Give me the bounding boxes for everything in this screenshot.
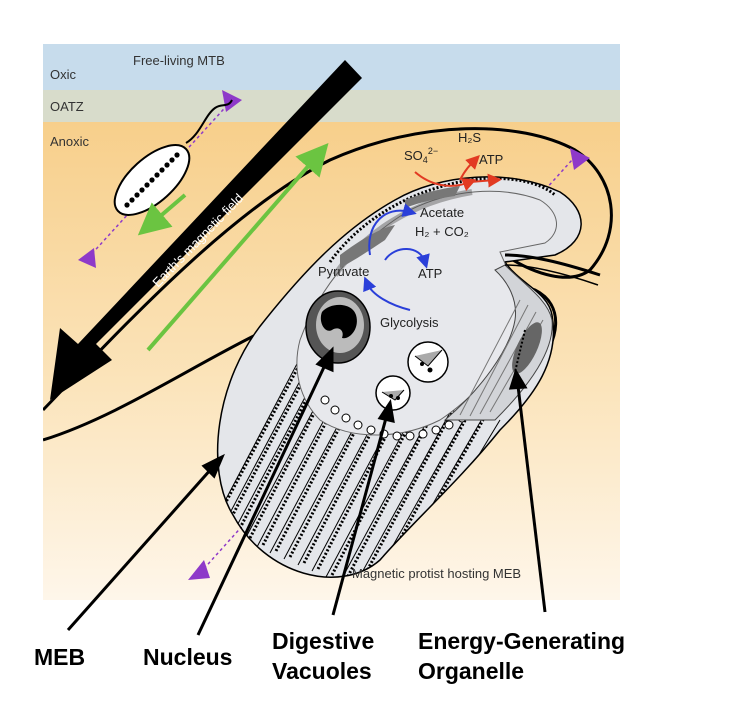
- nucleus-pointer-head: [315, 346, 334, 373]
- blue-arrow-to-atp: [384, 248, 430, 269]
- digestive-vacuole: [375, 375, 411, 411]
- energy-pointer: [516, 385, 547, 613]
- swim-path-outer: [43, 127, 613, 412]
- inner-grey-pocket: [340, 225, 395, 268]
- metabolism-arrows: [363, 155, 502, 311]
- callout-meb: MEB: [34, 644, 86, 670]
- mtb-magnetosome-chain: [124, 152, 180, 208]
- free-living-mtb-cell: [78, 90, 242, 268]
- purple-triangle-icon: [78, 248, 96, 268]
- free-living-mtb-label: Free-living MTB: [133, 53, 225, 68]
- blue-arrow-to-acetate: [368, 203, 417, 256]
- earth-magnetic-field-arrow: [50, 60, 362, 400]
- callout-energy-line2: Organelle: [418, 658, 525, 684]
- green-arrow-mtb: [137, 193, 187, 236]
- meb-pointer: [66, 467, 214, 631]
- energy-generating-organelle: [443, 264, 553, 421]
- inner-symbiont-band: [328, 176, 556, 263]
- atp-top-label: ATP: [479, 152, 503, 167]
- green-arrow-main: [146, 142, 329, 352]
- callout-energy: Energy-Generating Organelle: [418, 626, 625, 686]
- nucleus-pointer: [196, 364, 327, 636]
- digestive-vacuole: [407, 341, 449, 383]
- callout-digestive-line1: Digestive: [272, 628, 375, 654]
- blue-arrow-glycolysis: [363, 276, 411, 311]
- magnetic-protist-cell: [188, 148, 601, 580]
- atp-mid-label: ATP: [418, 266, 442, 281]
- host-label: Magnetic protist hosting MEB: [352, 566, 521, 581]
- vacuoles-pointer: [331, 417, 388, 616]
- h2-co2-label: H₂ + CO₂: [415, 224, 469, 239]
- inner-grey-pocket-2: [405, 186, 460, 208]
- oral-groove: [504, 253, 601, 277]
- red-arrow-atp: [459, 155, 480, 181]
- mtb-flagellum: [185, 99, 233, 144]
- red-arrow-atp-right: [469, 173, 502, 188]
- callout-digestive-line2: Vacuoles: [272, 658, 372, 684]
- zone-label-oatz: OATZ: [50, 99, 84, 114]
- zone-label-oxic: Oxic: [50, 67, 77, 82]
- callout-digestive: Digestive Vacuoles: [272, 626, 374, 686]
- red-arrow-sulfate: [414, 171, 477, 192]
- oral-groove-2: [504, 264, 599, 286]
- purple-triangle-icon: [188, 560, 210, 580]
- h2s-label: H₂S: [458, 130, 481, 145]
- callout-energy-line1: Energy-Generating: [418, 628, 626, 654]
- glycolysis-label: Glycolysis: [380, 315, 439, 330]
- nucleus: [305, 290, 371, 364]
- callout-nucleus: Nucleus: [143, 644, 233, 670]
- pyruvate-label: Pyruvate: [318, 264, 369, 279]
- energy-pointer-head: [508, 368, 528, 390]
- meb-pointer-head: [201, 453, 225, 479]
- zone-label-anoxic: Anoxic: [50, 134, 90, 149]
- vacuoles-pointer-head: [377, 399, 395, 423]
- sulfate-label: SO42−: [404, 146, 438, 165]
- callout-pointers: [66, 346, 547, 636]
- purple-triangle-icon: [570, 148, 590, 170]
- acetate-label: Acetate: [420, 205, 464, 220]
